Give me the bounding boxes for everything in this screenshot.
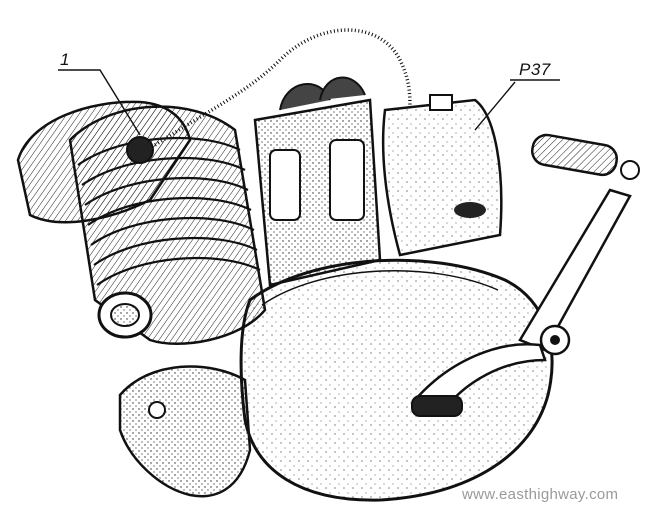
- cylinder-head: [16, 100, 192, 224]
- crankcase-lower: [118, 365, 252, 498]
- watermark: www.easthighway.com: [462, 486, 619, 503]
- air-filter-housing: [381, 94, 503, 257]
- callout-label-p37: P37: [519, 60, 551, 79]
- callout-1-leader: [58, 69, 141, 136]
- carburettor: [253, 76, 382, 287]
- callout-p37-leader: [474, 79, 560, 131]
- throttle-cable: [154, 28, 412, 147]
- callout-label-1: 1: [60, 50, 70, 69]
- crankcase-cover: [239, 258, 554, 502]
- kick-start-lever: [518, 133, 640, 356]
